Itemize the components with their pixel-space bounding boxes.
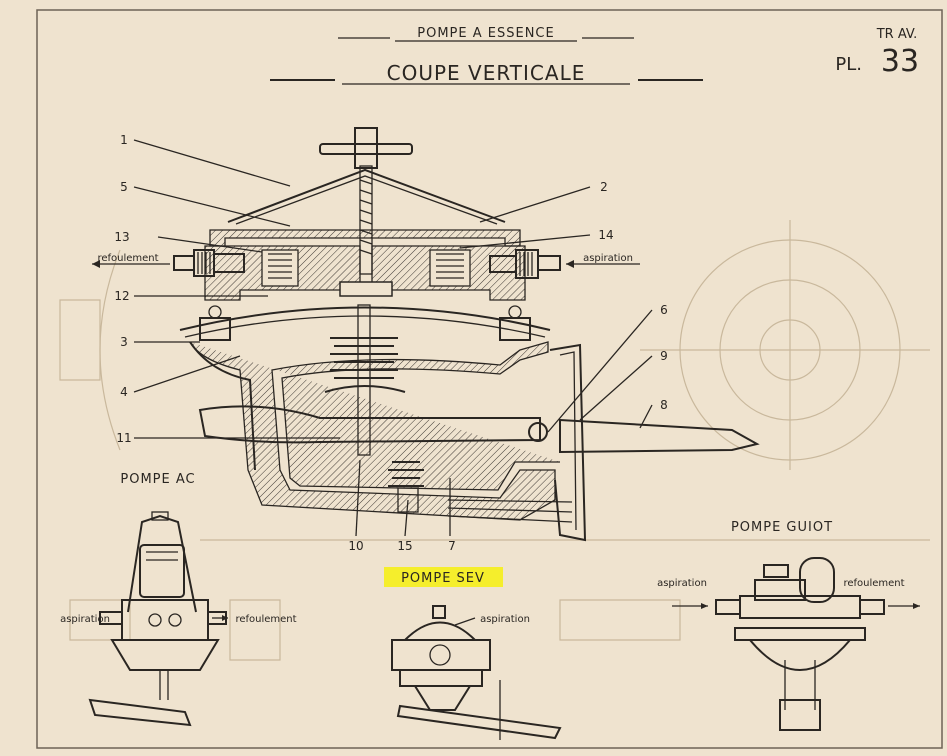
pump-ac: POMPE AC aspiration refoulement xyxy=(60,472,297,727)
callout-leaders xyxy=(133,139,653,537)
mounting-flange xyxy=(549,343,587,542)
callout-7: 7 xyxy=(448,539,456,553)
rocker-arm xyxy=(559,418,760,454)
main-flow-labels: refoulement aspiration xyxy=(92,253,640,268)
callout-5: 5 xyxy=(120,180,128,194)
central-nut xyxy=(339,281,393,297)
main-pump-section xyxy=(173,127,760,542)
pump-sev-cap-screw xyxy=(432,605,446,619)
t-handle xyxy=(319,143,413,155)
plate-prefix: PL. xyxy=(835,54,862,75)
pump-guiot-left-label: aspiration xyxy=(657,578,707,589)
pump-sev-title: POMPE SEV xyxy=(401,571,485,586)
callout-2: 2 xyxy=(600,180,608,194)
callout-4: 4 xyxy=(120,385,128,399)
diaphragm-spring xyxy=(330,337,398,379)
lower-housing xyxy=(189,341,560,521)
page-frame xyxy=(36,9,943,749)
return-spring xyxy=(388,461,424,487)
pump-ac-right-label: refoulement xyxy=(235,614,296,625)
outlet-fitting xyxy=(173,249,245,277)
pump-sev-label: aspiration xyxy=(480,614,530,625)
pull-rod xyxy=(357,304,371,456)
callout-13: 13 xyxy=(114,230,129,244)
pump-guiot: POMPE GUIOT aspiration refoulement xyxy=(657,520,920,731)
pump-sev: POMPE SEV aspiration xyxy=(384,567,562,740)
pump-ac-bowl xyxy=(139,544,185,598)
inlet-fitting xyxy=(489,249,561,279)
outlet-valve xyxy=(261,249,299,287)
pump-guiot-right-label: refoulement xyxy=(843,578,904,589)
pump-sev-highlight xyxy=(384,567,503,587)
callout-1: 1 xyxy=(120,133,128,147)
show-through-background xyxy=(59,220,930,661)
top-cover xyxy=(209,229,521,247)
pump-ac-title: POMPE AC xyxy=(120,472,195,487)
pump-ac-left-label: aspiration xyxy=(60,614,110,625)
callout-12: 12 xyxy=(114,289,129,303)
callout-6: 6 xyxy=(660,303,668,317)
pivot-pin xyxy=(528,422,548,442)
inlet-valve xyxy=(429,249,471,287)
pump-sev-cover xyxy=(404,621,476,641)
pump-guiot-bowl xyxy=(749,639,851,671)
header: POMPE A ESSENCE COUPE VERTICALE TR AV. P… xyxy=(270,26,919,85)
callout-15: 15 xyxy=(397,539,412,553)
page-title: COUPE VERTICALE xyxy=(387,61,586,85)
callout-14: 14 xyxy=(598,228,613,242)
callout-9: 9 xyxy=(660,349,668,363)
callout-3: 3 xyxy=(120,335,128,349)
rocker-arm-ghost xyxy=(198,405,541,444)
stirrup xyxy=(227,168,506,223)
callout-numbers: 1 5 13 12 3 4 11 2 14 6 9 8 10 15 7 xyxy=(114,133,667,553)
callout-10: 10 xyxy=(348,539,363,553)
outlet-label: refoulement xyxy=(97,253,158,264)
section-label: TR AV. xyxy=(876,27,918,42)
plate-number: 33 xyxy=(881,44,919,79)
pump-guiot-title: POMPE GUIOT xyxy=(731,520,833,535)
supertitle: POMPE A ESSENCE xyxy=(417,26,554,41)
pump-guiot-cap xyxy=(763,564,789,578)
callout-11: 11 xyxy=(116,431,131,445)
inlet-label: aspiration xyxy=(583,253,633,264)
callout-8: 8 xyxy=(660,398,668,412)
